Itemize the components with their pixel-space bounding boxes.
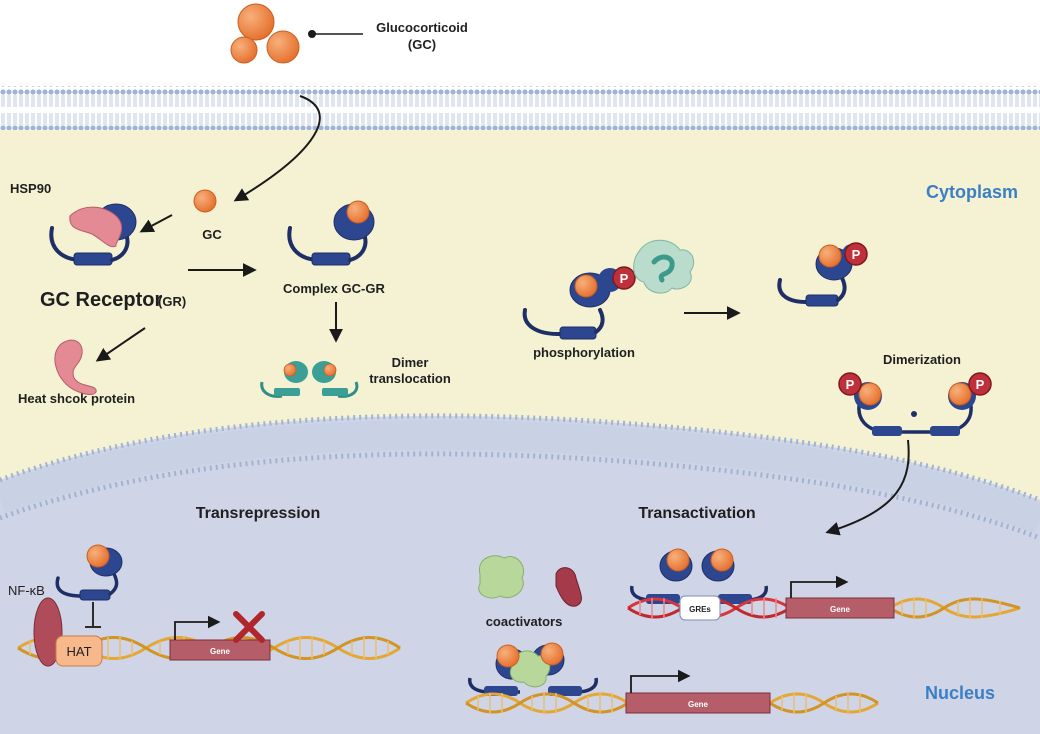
kinase-enzyme-icon	[633, 239, 695, 294]
heat-shock-protein-icon	[54, 339, 97, 395]
transcription-arrow-1	[790, 575, 849, 598]
coactivator-icon-2	[555, 567, 582, 607]
translocation-label: translocation	[369, 371, 451, 386]
nuclear-membrane-inner	[0, 451, 1040, 541]
nucleus-label: Nucleus	[925, 683, 995, 703]
phosphorylated-receptor-icon	[522, 266, 636, 340]
gene-label-activated-1: Gene	[830, 605, 851, 614]
gc-label: GC	[202, 227, 222, 242]
nf-kb-protein-icon	[33, 597, 63, 667]
phospho-dimer-icon	[838, 372, 992, 436]
gc-binding-arrow	[139, 214, 173, 233]
gc-receptor-with-hsp90-icon	[49, 202, 138, 267]
hat-label: HAT	[66, 644, 91, 659]
hat-box	[55, 635, 103, 667]
transcription-arrow-repressed	[174, 615, 221, 640]
nuclear-entry-arrow	[825, 439, 910, 536]
nf-kb-label: NF-κB	[8, 583, 45, 598]
coactivators-label: coactivators	[486, 614, 563, 629]
glucocorticoid-abbr-label: (GC)	[408, 37, 436, 52]
gene-label-activated-2: Gene	[688, 700, 709, 709]
gene-box-activated-2	[625, 692, 771, 714]
transactivation-label: Transactivation	[638, 505, 755, 522]
dimer-translocation-icon	[260, 361, 359, 398]
nuclear-membrane-core	[0, 419, 1040, 534]
gc-receptor-label: GC Receptor	[40, 289, 162, 311]
gres-label: GREs	[689, 605, 711, 614]
entry-arrow	[233, 95, 321, 202]
gres-box	[679, 595, 721, 621]
repressor-receptor-icon	[55, 544, 123, 601]
gc-receptor-abbr-label: (GR)	[158, 294, 186, 309]
gene-box-repressed	[169, 639, 271, 661]
gene-box-activated-1	[785, 597, 895, 619]
glucocorticoid-label: Glucocorticoid	[376, 20, 468, 35]
glucocorticoid-cluster-icon	[230, 3, 300, 64]
complex-gc-gr-label: Complex GC-GR	[283, 281, 385, 296]
plasma-membrane	[0, 86, 1040, 130]
dna-helix-right-bottom	[465, 692, 879, 714]
coactivator-icon	[478, 555, 524, 599]
dimer-label: Dimer	[392, 355, 429, 370]
cytoplasm-label: Cytoplasm	[926, 182, 1018, 202]
gc-molecule-icon	[193, 189, 217, 213]
phosphorylation-label: phosphorylation	[533, 345, 635, 360]
hsp-release-arrow	[95, 327, 146, 362]
phospho-receptor-icon	[777, 242, 868, 307]
transrepression-label: Transrepression	[196, 505, 321, 522]
heat-shock-protein-label: Heat shcok protein	[18, 391, 135, 406]
hsp90-label: HSP90	[10, 181, 51, 196]
gene-label-repressed: Gene	[210, 647, 231, 656]
blocked-x-icon	[233, 611, 265, 643]
nuclear-membrane-outer	[0, 413, 1040, 503]
dimerization-label: Dimerization	[883, 352, 961, 367]
transcription-arrow-2	[630, 669, 691, 693]
